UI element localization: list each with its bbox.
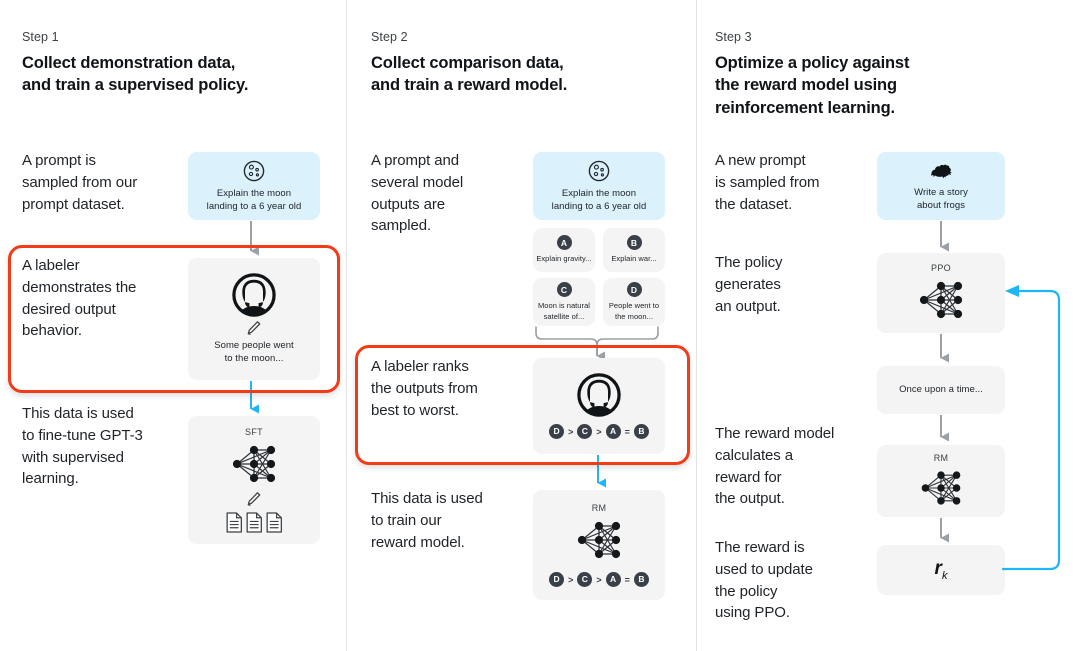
step-2-prompt-card[interactable]: Explain the moon landing to a 6 year old bbox=[533, 152, 665, 220]
reward-symbol: rk bbox=[935, 558, 948, 582]
step-3-ppo-card[interactable]: PPO bbox=[877, 253, 1005, 333]
step-3-rm-tag: RM bbox=[933, 452, 949, 463]
labeler-avatar-icon bbox=[577, 373, 621, 417]
badge-b: B bbox=[633, 424, 649, 439]
step-2-rm-card[interactable]: RM D > C > A = B bbox=[533, 490, 665, 600]
arrow-output-to-rm-icon bbox=[940, 415, 949, 442]
step-1-labeler-text: Some people went to the moon... bbox=[214, 339, 294, 364]
neural-network-icon bbox=[921, 470, 961, 505]
step-1-paragraph-3: This data is used to fine-tune GPT-3 wit… bbox=[22, 405, 143, 488]
step-2-paragraph-3: This data is used to train our reward mo… bbox=[371, 490, 483, 551]
arrow-prompt-to-labeler-icon bbox=[250, 221, 259, 256]
badge-a: A bbox=[605, 572, 621, 587]
step-3-paragraph-2: The policy generates an output. bbox=[715, 254, 783, 315]
step-1-label: Step 1 bbox=[22, 30, 59, 44]
step-2-output-card-d[interactable]: D People went to the moon... bbox=[603, 278, 665, 326]
badge-b: B bbox=[633, 572, 649, 587]
pencil-icon bbox=[247, 492, 261, 506]
arrow-ranking-to-rm-icon bbox=[597, 455, 606, 488]
step-2-output-card-c[interactable]: C Moon is natural satellite of... bbox=[533, 278, 595, 326]
pencil-icon bbox=[247, 320, 261, 335]
step-2-output-text-c: Moon is natural satellite of... bbox=[537, 301, 591, 321]
step-2-paragraph-1: A prompt and several model outputs are s… bbox=[371, 152, 464, 235]
rank-operator: > bbox=[568, 426, 574, 437]
moon-icon bbox=[243, 160, 265, 181]
neural-network-icon bbox=[577, 521, 621, 559]
step-2-paragraph-2: A labeler ranks the outputs from best to… bbox=[371, 358, 478, 419]
step-3-paragraph-3: The reward model calculates a reward for… bbox=[715, 425, 835, 508]
step-2-ranking-card[interactable]: D > C > A = B bbox=[533, 358, 665, 454]
labeler-avatar-icon bbox=[232, 272, 276, 317]
feedback-loop-arrow-icon bbox=[1001, 285, 1061, 571]
badge-c: C bbox=[577, 424, 593, 439]
step-2-output-card-b[interactable]: B Explain war... bbox=[603, 228, 665, 272]
step-1-labeler-card[interactable]: Some people went to the moon... bbox=[188, 258, 320, 380]
step-3-paragraph-1: A new prompt is sampled from the dataset… bbox=[715, 152, 820, 213]
step-3-prompt-card[interactable]: Write a story about frogs bbox=[877, 152, 1005, 220]
step-1-column: Step 1 Collect demonstration data, and t… bbox=[0, 0, 346, 651]
rank-operator: = bbox=[624, 574, 630, 585]
step-3-label: Step 3 bbox=[715, 30, 752, 44]
step-2-label: Step 2 bbox=[371, 30, 408, 44]
step-2-output-text-d: People went to the moon... bbox=[608, 301, 660, 321]
step-1-title: Collect demonstration data, and train a … bbox=[22, 54, 249, 95]
step-2-rm-tag: RM bbox=[591, 503, 607, 513]
badge-b: B bbox=[626, 235, 642, 251]
step-1-sft-card[interactable]: SFT bbox=[188, 416, 320, 544]
badge-a: A bbox=[605, 424, 621, 439]
step-2-output-text-a: Explain gravity... bbox=[536, 254, 592, 264]
arrow-ppo-to-output-icon bbox=[940, 334, 949, 363]
step-2-output-text-b: Explain war... bbox=[611, 254, 657, 264]
badge-d: D bbox=[626, 282, 642, 298]
badge-c: C bbox=[556, 282, 572, 298]
step-3-column: Step 3 Optimize a policy against the rew… bbox=[696, 0, 1080, 651]
arrow-rm-to-reward-icon bbox=[940, 518, 949, 543]
step-2-rm-order: D > C > A = B bbox=[549, 572, 649, 587]
step-3-output-text: Once upon a time... bbox=[899, 383, 983, 395]
frog-icon bbox=[930, 164, 952, 178]
step-1-paragraph-2: A labeler demonstrates the desired outpu… bbox=[22, 257, 137, 340]
step-2-output-card-a[interactable]: A Explain gravity... bbox=[533, 228, 595, 272]
reward-symbol-base: r bbox=[934, 558, 942, 580]
badge-a: A bbox=[556, 235, 572, 251]
arrow-labeler-to-sft-icon bbox=[250, 381, 259, 414]
step-3-ppo-tag: PPO bbox=[931, 262, 951, 273]
rank-operator: > bbox=[568, 574, 574, 585]
documents-icon bbox=[226, 512, 283, 533]
step-3-prompt-text: Write a story about frogs bbox=[914, 186, 968, 211]
step-1-prompt-card[interactable]: Explain the moon landing to a 6 year old bbox=[188, 152, 320, 220]
arrow-prompt-to-ppo-icon bbox=[940, 221, 949, 252]
step-1-prompt-text: Explain the moon landing to a 6 year old bbox=[206, 187, 302, 212]
step-3-paragraph-4: The reward is used to update the policy … bbox=[715, 539, 813, 622]
step-2-column: Step 2 Collect comparison data, and trai… bbox=[346, 0, 696, 651]
step-2-title: Collect comparison data, and train a rew… bbox=[371, 54, 568, 95]
step-1-paragraph-1: A prompt is sampled from our prompt data… bbox=[22, 152, 138, 213]
step-3-title: Optimize a policy against the reward mod… bbox=[715, 54, 910, 117]
rank-operator: = bbox=[624, 426, 630, 437]
rank-operator: > bbox=[596, 426, 602, 437]
badge-d: D bbox=[549, 424, 565, 439]
step-3-reward-card[interactable]: rk bbox=[877, 545, 1005, 595]
step-2-prompt-text: Explain the moon landing to a 6 year old bbox=[551, 187, 647, 212]
neural-network-icon bbox=[919, 280, 963, 319]
reward-symbol-subscript: k bbox=[941, 569, 948, 582]
step-1-sft-tag: SFT bbox=[245, 427, 263, 437]
rank-operator: > bbox=[596, 574, 602, 585]
step-3-output-card[interactable]: Once upon a time... bbox=[877, 366, 1005, 414]
step-3-rm-card[interactable]: RM bbox=[877, 445, 1005, 517]
neural-network-icon bbox=[232, 445, 276, 483]
moon-icon bbox=[588, 160, 610, 181]
step-2-ranking-order: D > C > A = B bbox=[549, 424, 649, 439]
badge-c: C bbox=[577, 572, 593, 587]
badge-d: D bbox=[549, 572, 565, 587]
